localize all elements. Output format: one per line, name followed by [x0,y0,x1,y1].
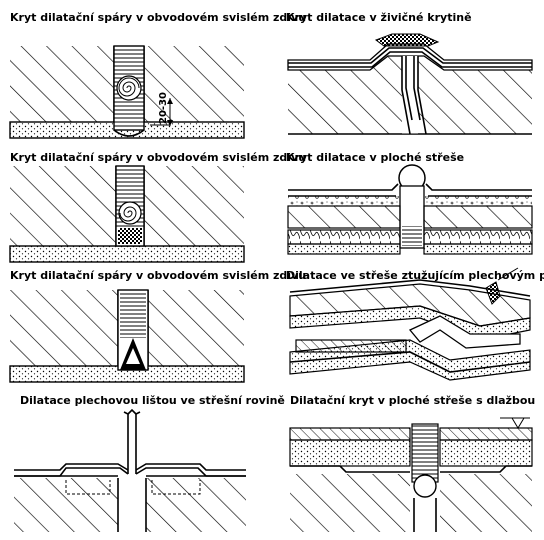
detail-4-drawing [287,164,533,255]
detail-title-8: Dilatační kryt v ploché střeše s dlažbou [290,394,535,407]
detail-1-dimension: 20-30 [158,92,169,124]
detail-title-2: Kryt dilatace v živičné krytině [286,11,472,24]
detail-title-1: Kryt dilatační spáry v obvodovém svislém… [10,11,306,24]
detail-8-drawing [289,417,533,532]
detail-title-3: Kryt dilatační spáry v obvodovém svislém… [10,151,306,164]
detail-title-7: Dilatace plechovou lištou ve střešní rov… [20,394,285,407]
detail-5-drawing [9,289,245,383]
detail-title-5: Kryt dilatační spáry v obvodovém svislém… [10,269,306,282]
detail-title-6: Dilatace ve střeše ztužujícím plechovým … [286,269,544,282]
detail-6-drawing [289,267,531,381]
detail-3-drawing [9,165,245,263]
detail-7-drawing [14,408,246,532]
detail-1-drawing: 20-30 [9,45,245,139]
detail-title-4: Kryt dilatace v ploché střeše [286,151,464,164]
detail-2-drawing [287,33,533,135]
